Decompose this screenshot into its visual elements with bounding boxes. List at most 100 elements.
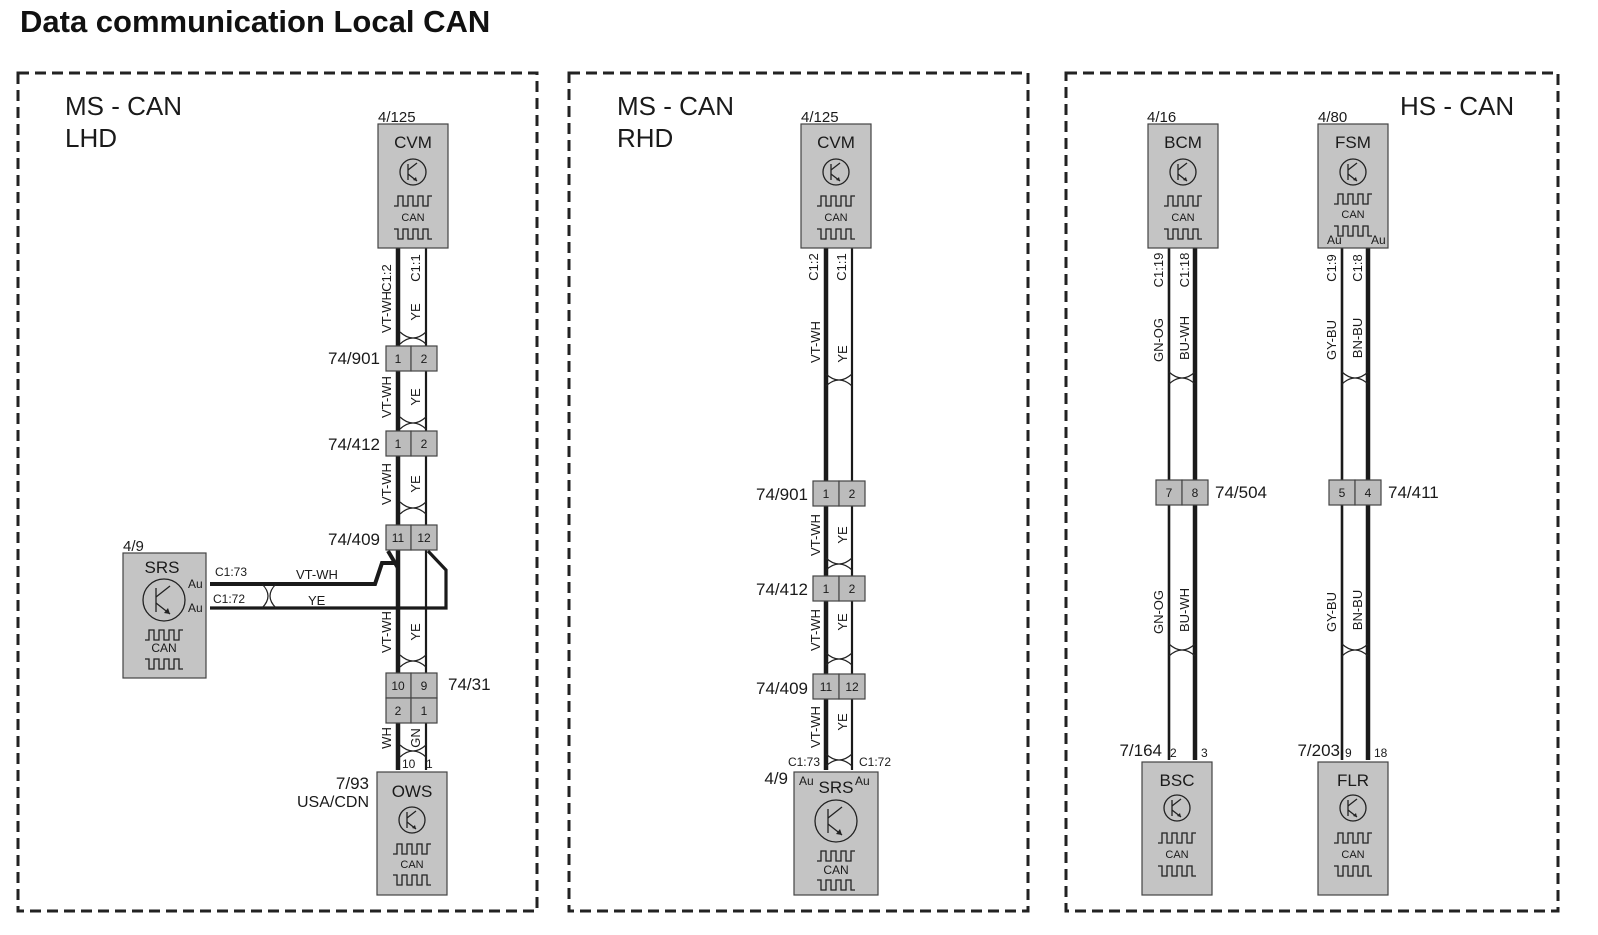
- connector-74-409-lhd: 11 12 74/409: [328, 524, 438, 551]
- wire-color-label: YE: [835, 613, 850, 631]
- pin-number: 2: [421, 352, 428, 366]
- panel-title-ms-rhd: MS - CAN: [617, 91, 734, 121]
- wire-color-label: BN-BU: [1350, 318, 1365, 358]
- pin-plating-label: Au: [1371, 233, 1386, 247]
- connector-ref: 74/31: [448, 675, 491, 694]
- can-label: CAN: [823, 863, 848, 877]
- pin-number: 10: [391, 679, 405, 693]
- pin-number: 1: [395, 352, 402, 366]
- connector-ref: 74/412: [328, 435, 380, 454]
- wire-color-label: YE: [835, 713, 850, 731]
- wire-color-label: GN-OG: [1151, 590, 1166, 634]
- connector-74-31: 10 9 2 1 74/31: [385, 672, 491, 724]
- module-ref: 4/125: [378, 109, 416, 126]
- wire-color-label: YE: [408, 623, 423, 641]
- pin-plating-label: Au: [188, 577, 203, 591]
- pin-number: 2: [849, 487, 856, 501]
- panel-title-hs: HS - CAN: [1400, 91, 1514, 121]
- market-note: USA/CDN: [297, 794, 369, 811]
- pin-label: C1:9: [1324, 254, 1339, 281]
- pin-plating-label: Au: [1327, 233, 1342, 247]
- module-srs-lhd: 4/9 SRS CAN Au Au: [122, 538, 207, 679]
- wire-color-label: YE: [408, 303, 423, 321]
- module-fsm: 4/80 FSM CAN Au Au: [1317, 109, 1389, 249]
- connector-74-412-rhd: 1 2 74/412: [756, 575, 866, 602]
- connector-ref: 74/901: [756, 485, 808, 504]
- pin-label: 3: [1201, 746, 1208, 760]
- wire-color-label: YE: [408, 388, 423, 406]
- pin-label: C1:73: [788, 755, 820, 769]
- wire-color-label: YE: [835, 345, 850, 363]
- pin-number: 7: [1166, 486, 1173, 500]
- connector-ref: 74/504: [1215, 483, 1267, 502]
- wire-color-label: VT-WH: [296, 567, 338, 582]
- page-title: Data communication Local CAN: [20, 4, 491, 39]
- module-ref: 7/164: [1119, 741, 1162, 760]
- can-label: CAN: [1171, 212, 1194, 224]
- pin-label: 10: [402, 757, 416, 771]
- pin-number: 5: [1339, 486, 1346, 500]
- pin-number: 4: [1365, 486, 1372, 500]
- connector-ref: 74/411: [1388, 483, 1439, 502]
- can-label: CAN: [400, 859, 423, 871]
- pin-number: 12: [845, 680, 859, 694]
- pin-number: 11: [820, 680, 833, 694]
- module-name: SRS: [145, 558, 180, 577]
- module-srs-rhd: 4/9 SRS Au Au CAN: [764, 769, 879, 896]
- wire-color-label: BU-WH: [1177, 316, 1192, 360]
- wire-color-label: VT-WH: [379, 376, 394, 418]
- connector-74-411: 5 4 74/411: [1328, 479, 1439, 506]
- wire-color-label: VT-WH: [808, 321, 823, 363]
- panel-subtitle-lhd: LHD: [65, 123, 117, 153]
- module-cvm-lhd: 4/125 CVM CAN: [377, 109, 449, 249]
- wire-color-label: YE: [308, 593, 326, 608]
- connector-ref: 74/409: [328, 530, 380, 549]
- pin-label: 9: [1345, 746, 1352, 760]
- module-cvm-rhd: 4/125 CVM CAN: [800, 109, 872, 249]
- connector-74-412-lhd: 1 2 74/412: [328, 430, 438, 457]
- pin-plating-label: Au: [188, 601, 203, 615]
- pin-number: 1: [395, 437, 402, 451]
- pin-label: C1:73: [215, 565, 247, 579]
- wire-color-label: BN-BU: [1350, 590, 1365, 630]
- module-ref: 4/125: [801, 109, 839, 126]
- module-name: CVM: [394, 133, 432, 152]
- pin-number: 2: [421, 437, 428, 451]
- can-label: CAN: [1341, 849, 1364, 861]
- pin-number: 1: [823, 582, 830, 596]
- wire-color-label: VT-WH: [808, 609, 823, 651]
- connector-74-901-lhd: 1 2 74/901: [328, 345, 438, 372]
- wire-color-label: GN-OG: [1151, 318, 1166, 362]
- wire-color-label: GY-BU: [1324, 320, 1339, 360]
- wire-color-label: YE: [408, 475, 423, 493]
- can-label: CAN: [824, 212, 847, 224]
- module-ref: 7/93: [336, 774, 369, 793]
- module-ows: OWS CAN 7/93 USA/CDN: [297, 771, 448, 896]
- connector-74-504: 7 8 74/504: [1155, 479, 1267, 506]
- panel-title-ms-lhd: MS - CAN: [65, 91, 182, 121]
- module-name: BCM: [1164, 133, 1202, 152]
- pin-label: 1: [426, 757, 433, 771]
- module-name: SRS: [819, 778, 854, 797]
- pin-label: C1:2: [379, 264, 394, 291]
- module-name: OWS: [392, 782, 433, 801]
- can-label: CAN: [1165, 849, 1188, 861]
- pin-label: C1:18: [1177, 253, 1192, 288]
- module-ref: 4/80: [1318, 109, 1347, 126]
- pin-plating-label: Au: [799, 774, 814, 788]
- panel-frame-hs: [1064, 71, 1560, 913]
- wire-color-label: VT-WH: [379, 291, 394, 333]
- wire-color-label: VT-WH: [808, 706, 823, 748]
- can-label: CAN: [151, 641, 176, 655]
- pin-plating-label: Au: [855, 774, 870, 788]
- pin-number: 11: [392, 531, 405, 545]
- can-label: CAN: [401, 212, 424, 224]
- pin-number: 1: [823, 487, 830, 501]
- pin-number: 1: [421, 704, 428, 718]
- connector-ref: 74/901: [328, 349, 380, 368]
- wire-color-label: VT-WH: [808, 514, 823, 556]
- module-bsc: 7/164 2 3 BSC CAN: [1119, 741, 1213, 896]
- can-label: CAN: [1341, 209, 1364, 221]
- wire-color-label: BU-WH: [1177, 588, 1192, 632]
